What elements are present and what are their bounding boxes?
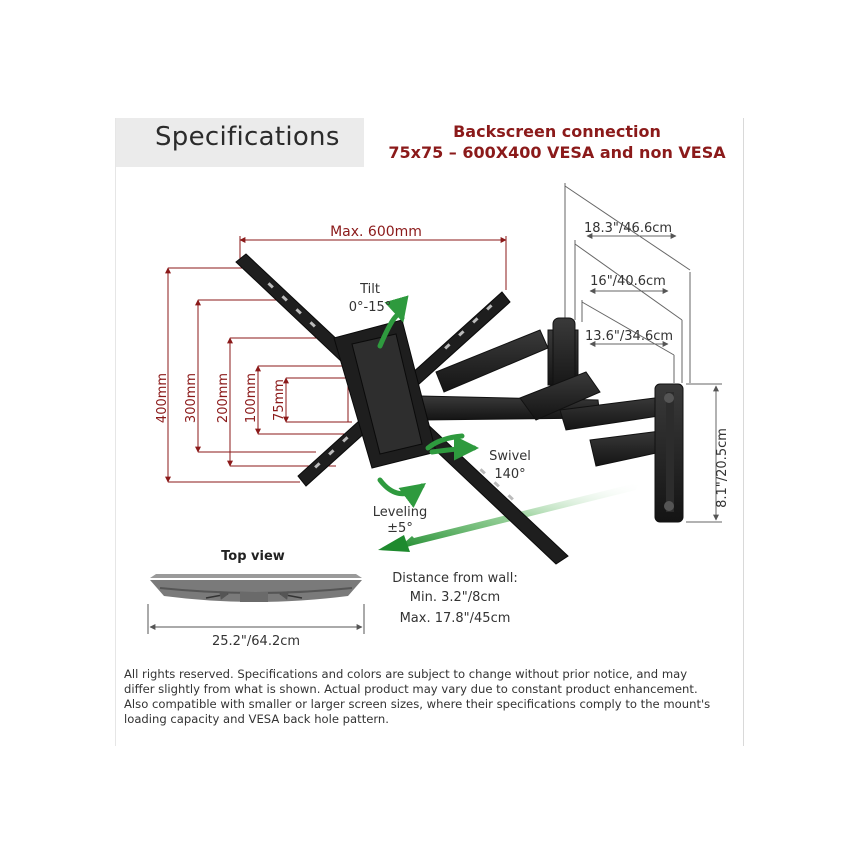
- backscreen-line-1: Backscreen connection: [453, 122, 661, 141]
- tilt-arrow-icon: [377, 295, 409, 349]
- title-banner: [116, 118, 364, 167]
- tilt-label: Tilt: [359, 282, 380, 297]
- dim-max-600mm: Max. 600mm: [330, 224, 422, 240]
- footnote-line-2: differ slightly from what is shown. Actu…: [124, 682, 698, 696]
- legal-footnote: All rights reserved. Specifications and …: [124, 667, 736, 727]
- footnote-line-3: Also compatible with smaller or larger s…: [124, 697, 711, 711]
- top-view-title: Top view: [221, 549, 285, 564]
- dim-arm-18-3: 18.3"/46.6cm: [584, 221, 672, 236]
- distance-max: Max. 17.8"/45cm: [400, 611, 511, 626]
- backscreen-line-2: 75x75 – 600X400 VESA and non VESA: [388, 143, 726, 162]
- backscreen-connection-heading: Backscreen connection 75x75 – 600X400 VE…: [372, 121, 742, 163]
- swivel-value: 140°: [494, 467, 525, 482]
- dim-200mm: 200mm: [216, 373, 231, 423]
- distance-title: Distance from wall:: [392, 571, 518, 586]
- swivel-arrow-icon: [425, 433, 479, 461]
- footnote-line-4: loading capacity and VESA back hole patt…: [124, 712, 389, 726]
- leveling-arrow-icon: [377, 477, 427, 508]
- footnote-line-1: All rights reserved. Specifications and …: [124, 667, 688, 681]
- dim-300mm: 300mm: [184, 373, 199, 423]
- top-view-drawing: [150, 574, 362, 602]
- page-title: Specifications: [155, 122, 340, 152]
- leveling-value: ±5°: [387, 521, 413, 536]
- top-view-width-dimension: [147, 604, 365, 634]
- dim-arm-13-6: 13.6"/34.6cm: [585, 329, 673, 344]
- leveling-label: Leveling: [373, 505, 427, 520]
- dim-75mm-vertical: 75mm: [272, 379, 287, 421]
- distance-sweep-head: [378, 535, 410, 552]
- vesa-cross-plate: [235, 253, 569, 565]
- dim-400mm: 400mm: [155, 373, 170, 423]
- sheet-right-edge: [743, 118, 744, 746]
- top-view-width: 25.2"/64.2cm: [212, 634, 300, 649]
- dim-wall-plate-height: 8.1"/20.5cm: [715, 428, 730, 508]
- max-width-dimension: [239, 236, 507, 290]
- dim-100mm: 100mm: [244, 373, 259, 423]
- sheet-left-edge: [115, 118, 116, 746]
- swivel-label: Swivel: [489, 449, 531, 464]
- articulating-arms: [419, 317, 684, 523]
- vesa-slot-holes: [267, 282, 514, 501]
- dim-arm-16: 16"/40.6cm: [590, 274, 666, 289]
- arm-length-dimensions: [564, 183, 722, 523]
- tilt-value: 0°-15°: [349, 300, 392, 315]
- distance-min: Min. 3.2"/8cm: [410, 590, 500, 605]
